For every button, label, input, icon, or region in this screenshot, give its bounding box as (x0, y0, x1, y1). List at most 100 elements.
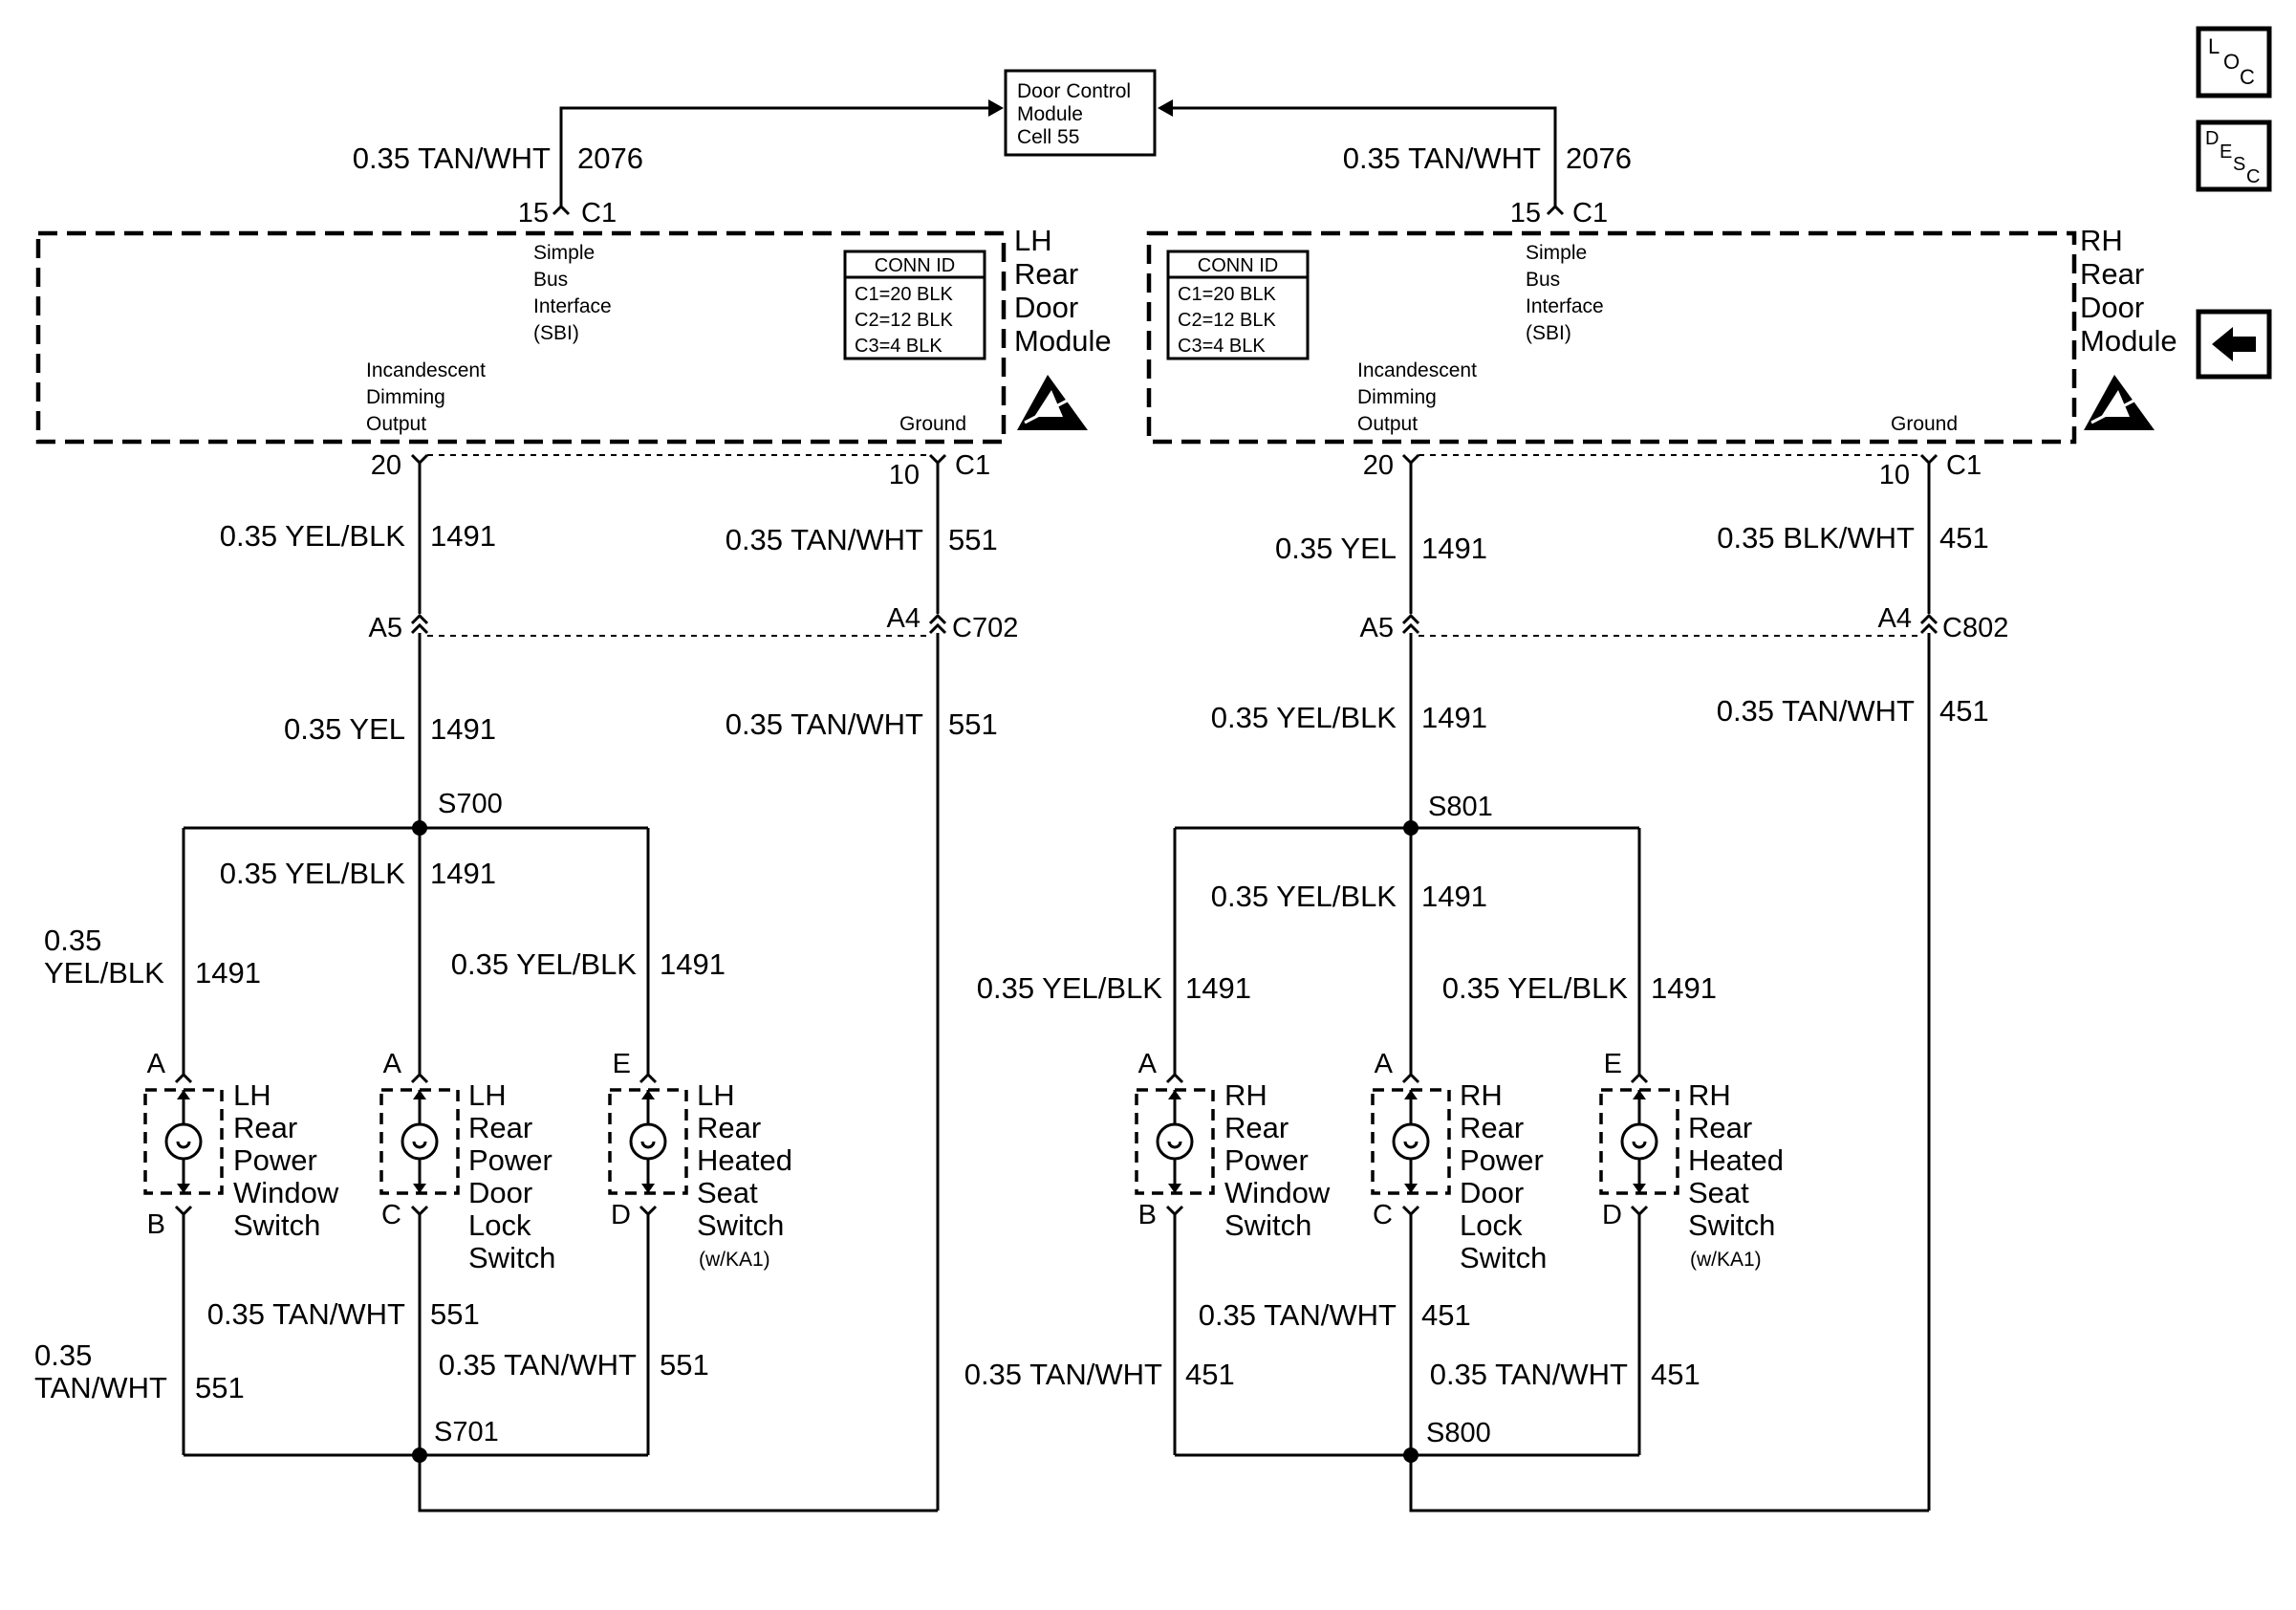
rh-inline-a4: A4 (1878, 603, 1912, 634)
lh-sw2-label-4: Door (468, 1176, 532, 1209)
lh-splice-top-label: S700 (438, 789, 503, 819)
rh-g-right-circuit: 451 (1651, 1358, 1700, 1391)
lh-inline-a5: A5 (369, 613, 402, 643)
lh-sw3-label-2: Rear (697, 1111, 761, 1144)
lh-sw2-label-2: Rear (468, 1111, 532, 1144)
rh-inline-a5: A5 (1360, 613, 1394, 643)
desc-letter-3: S (2233, 154, 2245, 175)
lh-b-right-circuit: 1491 (660, 947, 726, 981)
desc-button[interactable]: D E S C (2196, 120, 2272, 192)
loc-button[interactable]: L O C (2196, 26, 2272, 98)
lh-sbi-wire-color: 0.35 TAN/WHT (353, 141, 551, 175)
lh-module-box (35, 230, 1007, 445)
rh-sw1-pin-bot: B (1138, 1200, 1157, 1230)
rh-sw2-label-5: Lock (1460, 1208, 1523, 1242)
lh-conn-id-c1: C1=20 BLK (855, 284, 954, 305)
rh-sw3-label-4: Seat (1688, 1176, 1749, 1209)
lh-sw1-label-3: Power (233, 1143, 317, 1177)
loc-letter-2: O (2223, 50, 2240, 74)
left-arrow-icon (2212, 327, 2256, 361)
rh-module-label-3: Door (2080, 291, 2144, 324)
lh-sbi-wire (559, 106, 990, 208)
lh-inline-conn: C702 (952, 613, 1018, 643)
dcm-label-3: Cell 55 (1017, 126, 1079, 148)
rh-power-window-switch: A B RH Rear Power Window Switch (1135, 1049, 1331, 1242)
door-control-module: Door Control Module Cell 55 (1004, 69, 1157, 157)
back-button[interactable] (2196, 309, 2272, 380)
rh-w2-color: 0.35 BLK/WHT (1717, 521, 1915, 555)
lh-g-right-circuit: 551 (660, 1348, 709, 1382)
lh-sw2-label-3: Power (468, 1143, 552, 1177)
lh-module-label-4: Module (1014, 324, 1112, 358)
rh-g-mid-color: 0.35 TAN/WHT (1199, 1298, 1397, 1332)
lh-conn-id-c2: C2=12 BLK (855, 310, 954, 331)
lh-pin-10-connector-icon (928, 453, 947, 466)
rh-module-label-2: Rear (2080, 257, 2144, 291)
lh-g-right-color: 0.35 TAN/WHT (439, 1348, 637, 1382)
lh-w1-circuit: 1491 (430, 519, 496, 553)
rh-module-label-4: Module (2080, 324, 2177, 358)
rh-sw1-label-5: Switch (1224, 1208, 1311, 1242)
lh-sw1-lamp-icon (164, 1122, 203, 1161)
lh-pin-20: 20 (371, 450, 401, 481)
lh-sw2-lamp-icon (401, 1122, 439, 1161)
rh-sbi-conn: C1 (1572, 198, 1608, 228)
rh-g-left-color: 0.35 TAN/WHT (964, 1358, 1162, 1391)
rh-sw3-label-1: RH (1688, 1078, 1731, 1112)
lh-sw1-label-5: Switch (233, 1208, 320, 1242)
lh-sw3-pin-top: E (613, 1049, 631, 1079)
rh-w3-circuit: 1491 (1421, 701, 1487, 734)
rh-conn-id-title: CONN ID (1198, 255, 1278, 276)
lh-sw1-label-4: Window (233, 1176, 339, 1209)
rh-sbi-wire (1172, 106, 1557, 208)
loc-letter-1: L (2208, 34, 2220, 58)
lh-ido-label-2: Dimming (366, 386, 445, 408)
lh-sw3-pin-bot: D (611, 1200, 631, 1230)
lh-sw1-pin-top: A (147, 1049, 166, 1079)
rh-b-mid-color: 0.35 YEL/BLK (1211, 880, 1397, 913)
rh-b-left-color: 0.35 YEL/BLK (977, 971, 1163, 1005)
rh-module-label-1: RH (2080, 224, 2123, 257)
rh-w1-circuit: 1491 (1421, 532, 1487, 565)
rh-sw1-label-1: RH (1224, 1078, 1267, 1112)
lh-w4-circuit: 551 (948, 707, 998, 741)
desc-letter-1: D (2205, 128, 2219, 149)
rh-g-mid-circuit: 451 (1421, 1298, 1471, 1332)
lh-w2-circuit: 551 (948, 523, 998, 556)
rh-power-door-lock-switch: A C RH Rear Power Door Lock Switch (1371, 1049, 1547, 1274)
loc-letter-3: C (2240, 65, 2255, 89)
rh-sw3-pin-top: E (1604, 1049, 1622, 1079)
rh-sw2-pin-top: A (1375, 1049, 1394, 1079)
rh-splice-bot-label: S800 (1426, 1418, 1491, 1448)
lh-ground-label: Ground (899, 413, 966, 435)
rh-g-right-color: 0.35 TAN/WHT (1430, 1358, 1628, 1391)
lh-conn-id-title: CONN ID (875, 255, 955, 276)
rh-sw3-pin-bot: D (1602, 1200, 1622, 1230)
rh-sbi-label-4: (SBI) (1526, 322, 1571, 344)
lh-w3-circuit: 1491 (430, 712, 496, 746)
rh-pin-10: 10 (1879, 460, 1910, 490)
lh-w3-color: 0.35 YEL (284, 712, 405, 746)
lh-g-left-circuit: 551 (195, 1371, 245, 1404)
rh-sbi-pin: 15 (1510, 198, 1541, 228)
rh-heated-seat-switch: E D RH Rear Heated Seat Switch (w/KA1) (1599, 1049, 1784, 1271)
rh-sw2-label-6: Switch (1460, 1241, 1547, 1274)
dcm-label-1: Door Control (1017, 80, 1131, 102)
rh-inline-a4-connector-icon (1919, 613, 1939, 635)
lh-sbi-connector-icon (552, 204, 571, 216)
lh-sw3-label-3: Heated (697, 1143, 792, 1177)
rh-sbi-circuit: 2076 (1566, 141, 1632, 175)
rh-sw2-label-4: Door (1460, 1176, 1524, 1209)
lh-w4-color: 0.35 TAN/WHT (726, 707, 923, 741)
lh-sw2-pin-top: A (383, 1049, 402, 1079)
rh-w3-color: 0.35 YEL/BLK (1211, 701, 1397, 734)
rh-splice-top-label: S801 (1428, 792, 1493, 822)
rh-side: 0.35 TAN/WHT 2076 15 C1 RH Rear Door Mod… (964, 141, 2177, 1512)
lh-ido-label-1: Incandescent (366, 359, 486, 381)
rh-w4-color: 0.35 TAN/WHT (1717, 694, 1915, 728)
rh-conn-id-table: CONN ID C1=20 BLK C2=12 BLK C3=4 BLK (1166, 250, 1310, 360)
rh-sw3-lamp-icon (1620, 1122, 1658, 1161)
lh-g-left-color-2: TAN/WHT (34, 1371, 167, 1404)
lh-module-label-2: Rear (1014, 257, 1078, 291)
rh-pin-conn: C1 (1946, 450, 1982, 481)
